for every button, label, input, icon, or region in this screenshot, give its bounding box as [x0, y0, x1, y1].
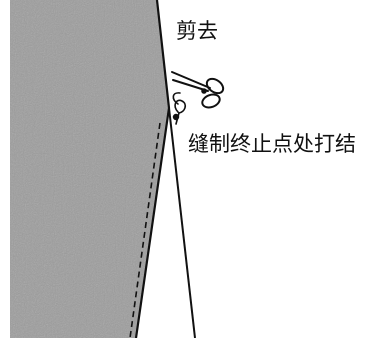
scissors-icon	[171, 71, 225, 109]
knot-instruction-label: 缝制终止点处打结	[188, 132, 356, 156]
cut-away-label: 剪去	[176, 19, 218, 43]
thread-knot-icon	[172, 92, 187, 125]
fold-line	[168, 107, 196, 338]
stitch-line	[129, 122, 161, 338]
fabric-panel	[10, 0, 169, 338]
